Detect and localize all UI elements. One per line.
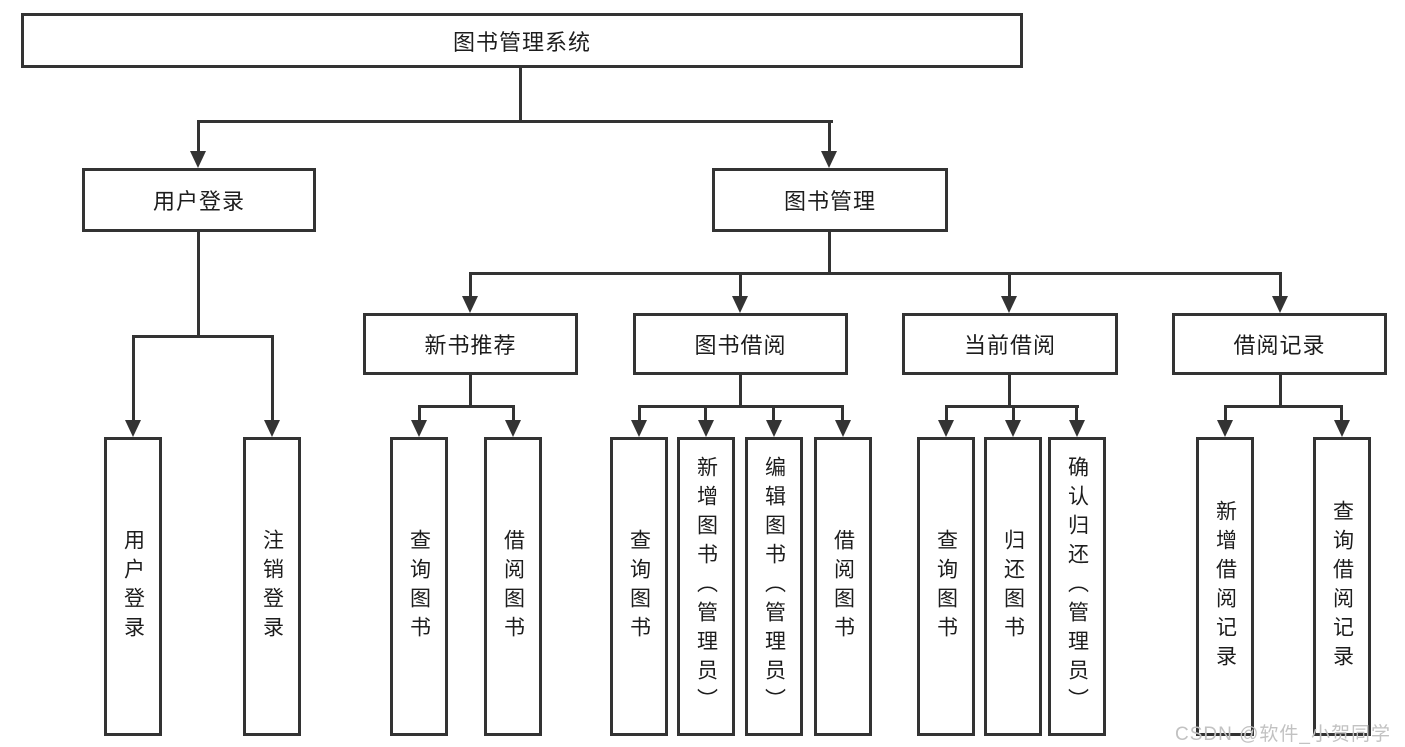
leaf-label: 注销登录 (260, 528, 284, 645)
node-label: 当前借阅 (963, 333, 1056, 358)
csdn-watermark: CSDN @软件_小贺同学 (1175, 724, 1391, 745)
leaf-label: 新增图书（管理员） (694, 456, 718, 717)
arrow-down-icon (1005, 420, 1021, 437)
leaf-borrow-books-recommend: 借阅图书 (484, 437, 542, 736)
connector-vline (197, 232, 200, 335)
arrow-down-icon (631, 420, 647, 437)
node-label: 图书管理 (783, 189, 876, 214)
connector-stem (197, 120, 200, 154)
connector-stem (1340, 405, 1343, 422)
connector-stem (704, 405, 707, 422)
connector-stem (271, 335, 274, 422)
arrow-down-icon (766, 420, 782, 437)
leaf-label: 编辑图书（管理员） (762, 456, 786, 717)
connector-stem (739, 272, 742, 298)
connector-stem (1075, 405, 1078, 422)
connector-stem (132, 335, 135, 422)
arrow-down-icon (505, 420, 521, 437)
arrow-down-icon (1217, 420, 1233, 437)
leaf-label: 用户登录 (121, 528, 145, 645)
leaf-add-borrow-record: 新增借阅记录 (1196, 437, 1254, 736)
arrow-down-icon (125, 420, 141, 437)
leaf-label: 归还图书 (1001, 528, 1025, 645)
arrow-down-icon (411, 420, 427, 437)
connector-hline (132, 335, 274, 338)
node-book-management: 图书管理 (712, 168, 948, 232)
connector-vline (519, 68, 522, 120)
arrow-down-icon (835, 420, 851, 437)
connector-hline (469, 272, 1282, 275)
leaf-label: 借阅图书 (501, 528, 525, 645)
leaf-add-book-admin: 新增图书（管理员） (677, 437, 735, 736)
leaf-edit-book-admin: 编辑图书（管理员） (745, 437, 803, 736)
node-book-borrow: 图书借阅 (633, 313, 848, 375)
connector-stem (772, 405, 775, 422)
leaf-query-books-current: 查询图书 (917, 437, 975, 736)
arrow-down-icon (732, 296, 748, 313)
node-user-login: 用户登录 (82, 168, 316, 232)
leaf-label: 查询图书 (407, 528, 431, 645)
arrow-down-icon (190, 151, 206, 168)
arrow-down-icon (821, 151, 837, 168)
connector-stem (945, 405, 948, 422)
connector-stem (469, 272, 472, 298)
leaf-user-login: 用户登录 (104, 437, 162, 736)
node-label: 新书推荐 (424, 333, 517, 358)
arrow-down-icon (698, 420, 714, 437)
node-borrow-records: 借阅记录 (1172, 313, 1387, 375)
node-label: 用户登录 (152, 189, 245, 214)
node-library-management-system: 图书管理系统 (21, 13, 1023, 68)
leaf-return-book: 归还图书 (984, 437, 1042, 736)
leaf-label: 借阅图书 (831, 528, 855, 645)
leaf-borrow-books-borrow: 借阅图书 (814, 437, 872, 736)
connector-hline (418, 405, 515, 408)
connector-stem (1012, 405, 1015, 422)
connector-stem (1008, 272, 1011, 298)
connector-stem (1224, 405, 1227, 422)
leaf-label: 查询借阅记录 (1330, 499, 1354, 674)
connector-stem (828, 120, 831, 154)
leaf-confirm-return-admin: 确认归还（管理员） (1048, 437, 1106, 736)
arrow-down-icon (938, 420, 954, 437)
arrow-down-icon (1272, 296, 1288, 313)
arrow-down-icon (462, 296, 478, 313)
leaf-label: 查询图书 (934, 528, 958, 645)
connector-stem (418, 405, 421, 422)
leaf-logout: 注销登录 (243, 437, 301, 736)
leaf-query-borrow-record: 查询借阅记录 (1313, 437, 1371, 736)
connector-vline (828, 232, 831, 272)
connector-stem (512, 405, 515, 422)
leaf-label: 确认归还（管理员） (1065, 456, 1089, 717)
connector-stem (1279, 272, 1282, 298)
connector-vline (1279, 375, 1282, 405)
arrow-down-icon (1069, 420, 1085, 437)
connector-hline (1224, 405, 1343, 408)
connector-vline (1008, 375, 1011, 405)
leaf-query-books-recommend: 查询图书 (390, 437, 448, 736)
node-label: 图书借阅 (694, 333, 787, 358)
connector-stem (638, 405, 641, 422)
connector-stem (841, 405, 844, 422)
connector-hline (197, 120, 833, 123)
connector-vline (739, 375, 742, 405)
leaf-query-books-borrow: 查询图书 (610, 437, 668, 736)
connector-vline (469, 375, 472, 405)
leaf-label: 新增借阅记录 (1213, 499, 1237, 674)
node-new-book-recommend: 新书推荐 (363, 313, 578, 375)
leaf-label: 查询图书 (627, 528, 651, 645)
arrow-down-icon (1001, 296, 1017, 313)
node-current-borrow: 当前借阅 (902, 313, 1118, 375)
connector-hline (638, 405, 844, 408)
node-label: 借阅记录 (1233, 333, 1326, 358)
arrow-down-icon (1334, 420, 1350, 437)
node-label: 图书管理系统 (452, 29, 591, 55)
arrow-down-icon (264, 420, 280, 437)
